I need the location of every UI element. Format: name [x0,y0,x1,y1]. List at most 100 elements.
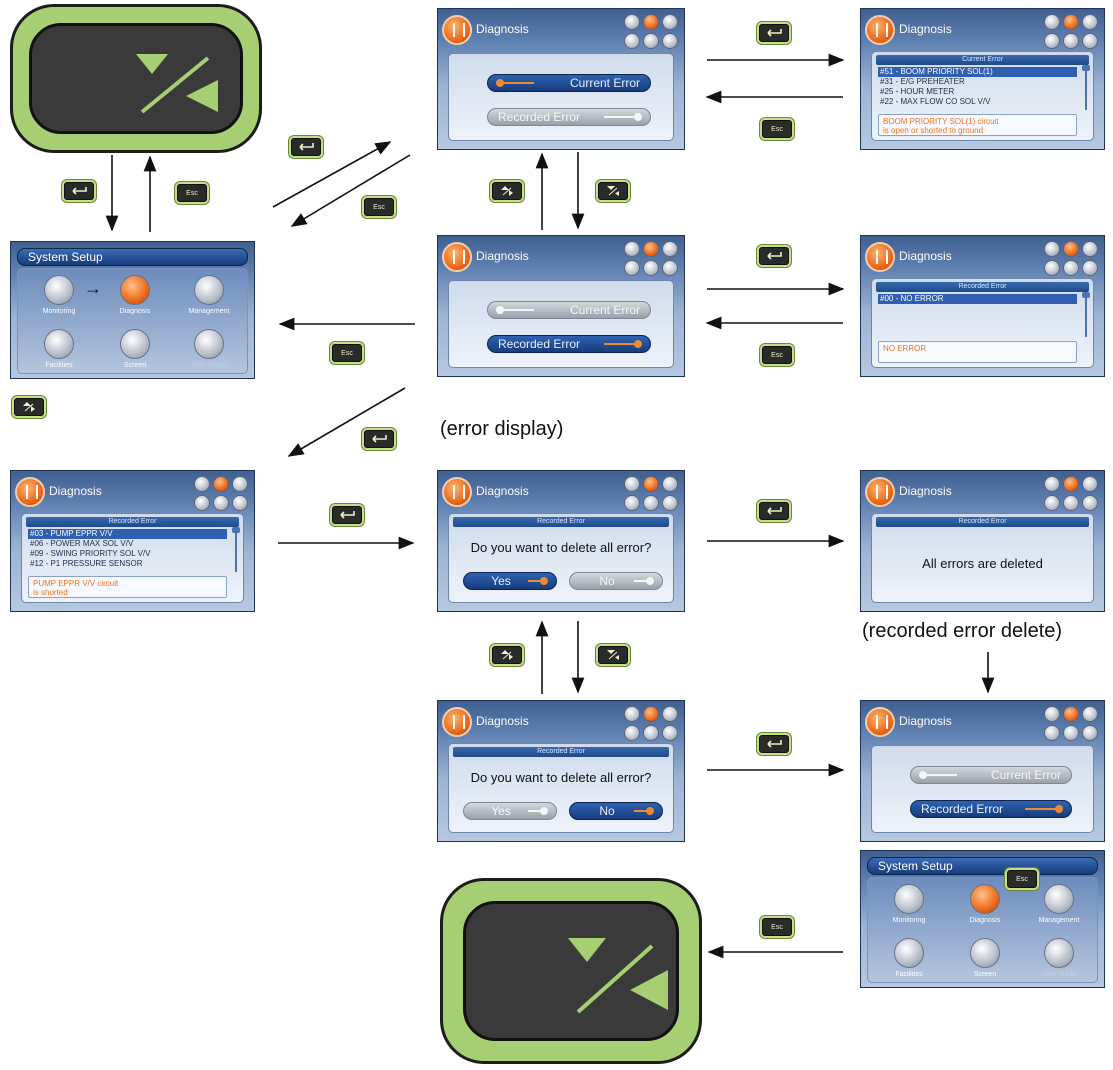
list-item[interactable]: #03 - PUMP EPPR V/V [28,529,227,539]
list-item[interactable]: #51 - BOOM PRIORITY SOL(1) [878,67,1077,77]
enter-key[interactable] [62,180,96,202]
esc-key[interactable]: Esc [760,916,794,938]
diagnosis-menu: Current Error Recorded Error [871,745,1094,833]
toggle-icon [604,113,642,121]
yes-button[interactable]: Yes [463,802,557,820]
up-key[interactable] [490,180,524,202]
list-item[interactable]: #00 - NO ERROR [878,294,1077,304]
diagnosis-screen-current: Diagnosis Current Error Recorded Error [437,8,685,150]
user-mode-icon[interactable] [194,329,224,359]
nav-dots [622,474,680,512]
nav-dots [1042,704,1100,742]
facilities-label: Facilities [895,971,923,978]
screen-label: Screen [123,362,147,369]
enter-key[interactable] [757,500,791,522]
list-item[interactable]: #25 - HOUR METER [880,87,955,96]
up-key[interactable] [490,644,524,666]
down-key[interactable] [596,644,630,666]
enter-icon [372,435,387,443]
esc-key[interactable]: Esc [1005,868,1039,890]
deleted-message: All errors are deleted [922,556,1043,571]
panel-display [29,23,243,134]
esc-key[interactable]: Esc [760,344,794,366]
delete-dialog: Recorded Error Do you want to delete all… [448,743,674,833]
current-error-button[interactable]: Current Error [487,74,651,92]
enter-key[interactable] [757,733,791,755]
toggle-icon [634,807,654,815]
monitoring-icon[interactable] [894,884,924,914]
system-setup-menu: Monitoring Diagnosis Management Faciliti… [867,877,1098,983]
enter-key[interactable] [757,245,791,267]
screen-title: Diagnosis [476,484,529,498]
enter-icon [767,29,782,37]
enter-icon [299,143,314,151]
list-item[interactable]: #09 - SWING PRIORITY SOL V/V [30,549,151,558]
yes-button[interactable]: Yes [463,572,557,590]
recorded-error-button[interactable]: Recorded Error [910,800,1072,818]
scrollbar[interactable] [232,527,240,572]
enter-key[interactable] [757,22,791,44]
management-icon[interactable] [1044,884,1074,914]
current-error-button[interactable]: Current Error [487,301,651,319]
screen-title: Diagnosis [899,484,952,498]
current-error-button[interactable]: Current Error [910,766,1072,784]
diagnosis-icon[interactable] [120,275,150,305]
nav-dots [192,474,250,512]
enter-icon [72,187,87,195]
no-button[interactable]: No [569,572,663,590]
esc-key[interactable]: Esc [330,342,364,364]
list-item[interactable]: #31 - E/G PREHEATER [880,77,965,86]
system-setup-title: System Setup [17,248,248,266]
dialog-header: Recorded Error [453,517,669,527]
enter-icon [767,507,782,515]
screen-title: Diagnosis [899,249,952,263]
user-mode-label: User Mode [1041,971,1077,978]
monitoring-icon[interactable] [44,275,74,305]
list-header: Recorded Error [876,282,1089,292]
diagnosis-logo-icon [442,15,472,45]
toggle-icon [528,807,548,815]
arrow-right-icon: → [84,278,102,298]
screen-icon[interactable] [120,329,150,359]
list-item[interactable]: #06 - POWER MAX SOL V/V [30,539,134,548]
management-icon[interactable] [194,275,224,305]
caption-error-display: (error display) [440,418,564,440]
esc-key[interactable]: Esc [362,196,396,218]
esc-key[interactable]: Esc [175,182,209,204]
recorded-error-button[interactable]: Recorded Error [487,335,651,353]
nav-dots [622,12,680,50]
screen-title: Diagnosis [49,484,102,498]
diagnosis-screen-after-delete: Diagnosis Current Error Recorded Error [860,700,1105,842]
diagnosis-icon[interactable] [970,884,1000,914]
down-key[interactable] [596,180,630,202]
recorded-error-button[interactable]: Recorded Error [487,108,651,126]
facilities-icon[interactable] [44,329,74,359]
error-list: #00 - NO ERROR [878,294,1077,304]
delete-question: Do you want to delete all error? [470,540,652,555]
user-mode-label: User Mode [191,362,227,369]
enter-key[interactable] [362,428,396,450]
diagnosis-label: Diagnosis [969,917,1001,924]
list-item[interactable]: #12 - P1 PRESSURE SENSOR [30,559,143,568]
arrow-triangles-icon [136,54,218,114]
arrow-setup-to-current [272,141,392,208]
screen-icon[interactable] [970,938,1000,968]
user-mode-icon[interactable] [1044,938,1074,968]
esc-key[interactable]: Esc [760,118,794,140]
scrollbar[interactable] [1082,292,1090,337]
up-key[interactable] [12,396,46,418]
enter-key[interactable] [289,136,323,158]
list-item[interactable]: #22 - MAX FLOW CO SOL V/V [880,97,991,106]
enter-key[interactable] [330,504,364,526]
diagnosis-menu: Current Error Recorded Error [448,280,674,368]
dialog-header: Recorded Error [453,747,669,757]
no-button[interactable]: No [569,802,663,820]
toggle-icon [634,577,654,585]
scrollbar[interactable] [1082,65,1090,110]
system-setup-menu: Monitoring → Diagnosis Management Facili… [17,268,248,374]
list-header: Current Error [876,55,1089,65]
error-list-panel: Recorded Error #00 - NO ERROR NO ERROR [871,278,1094,368]
recorded-error-list-screen: Diagnosis Recorded Error #03 - PUMP EPPR… [10,470,255,612]
facilities-icon[interactable] [894,938,924,968]
